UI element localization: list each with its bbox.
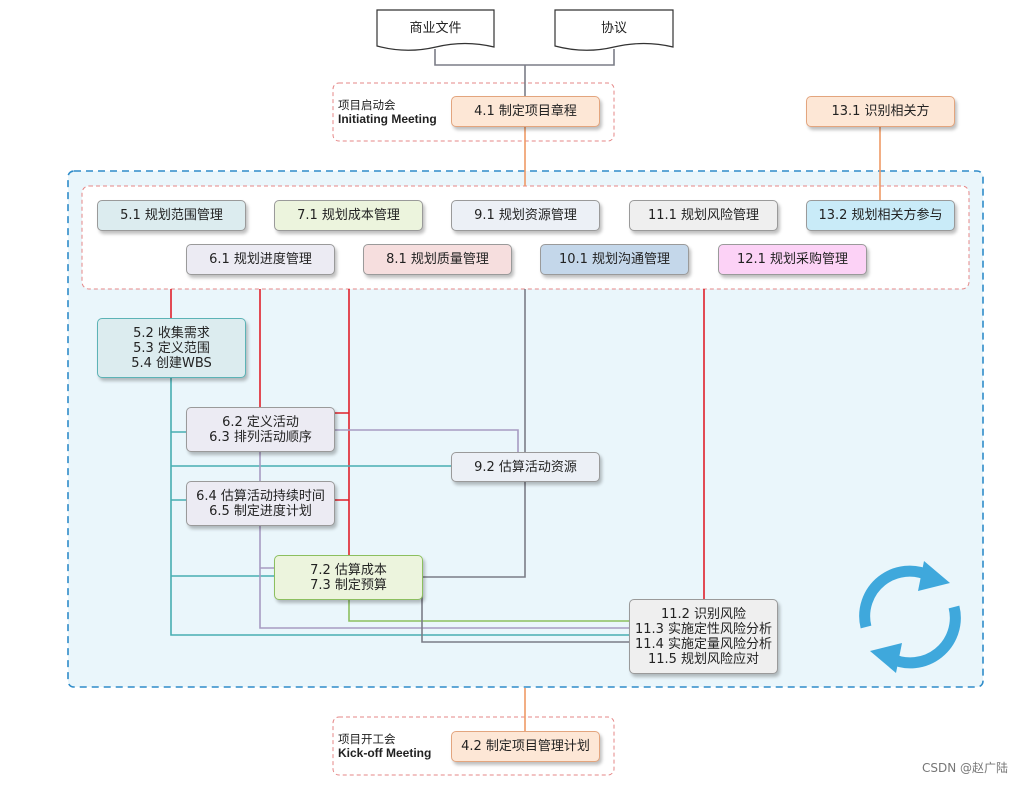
initiating-meeting-label: 项目启动会 Initiating Meeting	[338, 98, 437, 126]
process-7-1[interactable]: 7.1 规划成本管理	[274, 200, 423, 231]
process-4-2[interactable]: 4.2 制定项目管理计划	[451, 731, 600, 762]
cycle-arrow-icon	[859, 561, 961, 673]
process-6-4: 6.4 估算活动持续时间	[196, 488, 325, 504]
process-11-3: 11.3 实施定性风险分析	[634, 621, 773, 637]
kickoff-meeting-en: Kick-off Meeting	[338, 746, 432, 760]
process-11-5: 11.5 规划风险应对	[647, 651, 760, 667]
cost-processes[interactable]: 7.2 估算成本 7.3 制定预算	[274, 555, 423, 600]
process-11-2: 11.2 识别风险	[660, 606, 747, 622]
process-7-3: 7.3 制定预算	[310, 577, 387, 593]
resource-to-risk-line	[421, 577, 629, 643]
process-10-1[interactable]: 10.1 规划沟通管理	[540, 244, 689, 275]
activity-processes[interactable]: 6.2 定义活动 6.3 排列活动顺序	[186, 407, 335, 452]
schedule-purple-lines	[259, 429, 629, 629]
process-11-4: 11.4 实施定量风险分析	[634, 636, 773, 652]
process-12-1[interactable]: 12.1 规划采购管理	[718, 244, 867, 275]
process-5-2: 5.2 收集需求	[133, 325, 210, 341]
business-docs-shape	[376, 9, 495, 51]
process-9-1[interactable]: 9.1 规划资源管理	[451, 200, 600, 231]
schedule-processes[interactable]: 6.4 估算活动持续时间 6.5 制定进度计划	[186, 481, 335, 526]
resource-gray-line	[422, 289, 526, 578]
process-6-5: 6.5 制定进度计划	[209, 503, 312, 519]
process-5-4: 5.4 创建WBS	[131, 355, 212, 371]
scope-teal-lines	[170, 378, 629, 636]
agreements-doc-shape	[554, 9, 674, 51]
process-11-1[interactable]: 11.1 规划风险管理	[629, 200, 778, 231]
process-6-1[interactable]: 6.1 规划进度管理	[186, 244, 335, 275]
initiating-meeting-cn: 项目启动会	[338, 98, 396, 112]
process-9-2[interactable]: 9.2 估算活动资源	[451, 452, 600, 482]
process-6-2: 6.2 定义活动	[222, 414, 299, 430]
process-6-3: 6.3 排列活动顺序	[209, 429, 312, 445]
risk-processes[interactable]: 11.2 识别风险 11.3 实施定性风险分析 11.4 实施定量风险分析 11…	[629, 599, 778, 674]
process-5-3: 5.3 定义范围	[133, 340, 210, 356]
schedule-to-6-4-red	[334, 412, 349, 501]
process-8-1[interactable]: 8.1 规划质量管理	[363, 244, 512, 275]
process-7-2: 7.2 估算成本	[310, 562, 387, 578]
cost-green-line	[348, 599, 629, 622]
process-5-1[interactable]: 5.1 规划范围管理	[97, 200, 246, 231]
process-13-1[interactable]: 13.1 识别相关方	[806, 96, 955, 127]
business-docs-label: 商业文件	[409, 21, 462, 36]
agreements-label: 协议	[600, 21, 627, 36]
process-13-2[interactable]: 13.2 规划相关方参与	[806, 200, 955, 231]
scope-processes[interactable]: 5.2 收集需求 5.3 定义范围 5.4 创建WBS	[97, 318, 246, 378]
process-4-1[interactable]: 4.1 制定项目章程	[451, 96, 600, 127]
initiating-meeting-en: Initiating Meeting	[338, 112, 437, 126]
kickoff-meeting-cn: 项目开工会	[338, 732, 396, 746]
kickoff-meeting-label: 项目开工会 Kick-off Meeting	[338, 732, 431, 760]
docs-connector	[434, 49, 615, 96]
watermark: CSDN @赵广陆	[921, 761, 1008, 775]
